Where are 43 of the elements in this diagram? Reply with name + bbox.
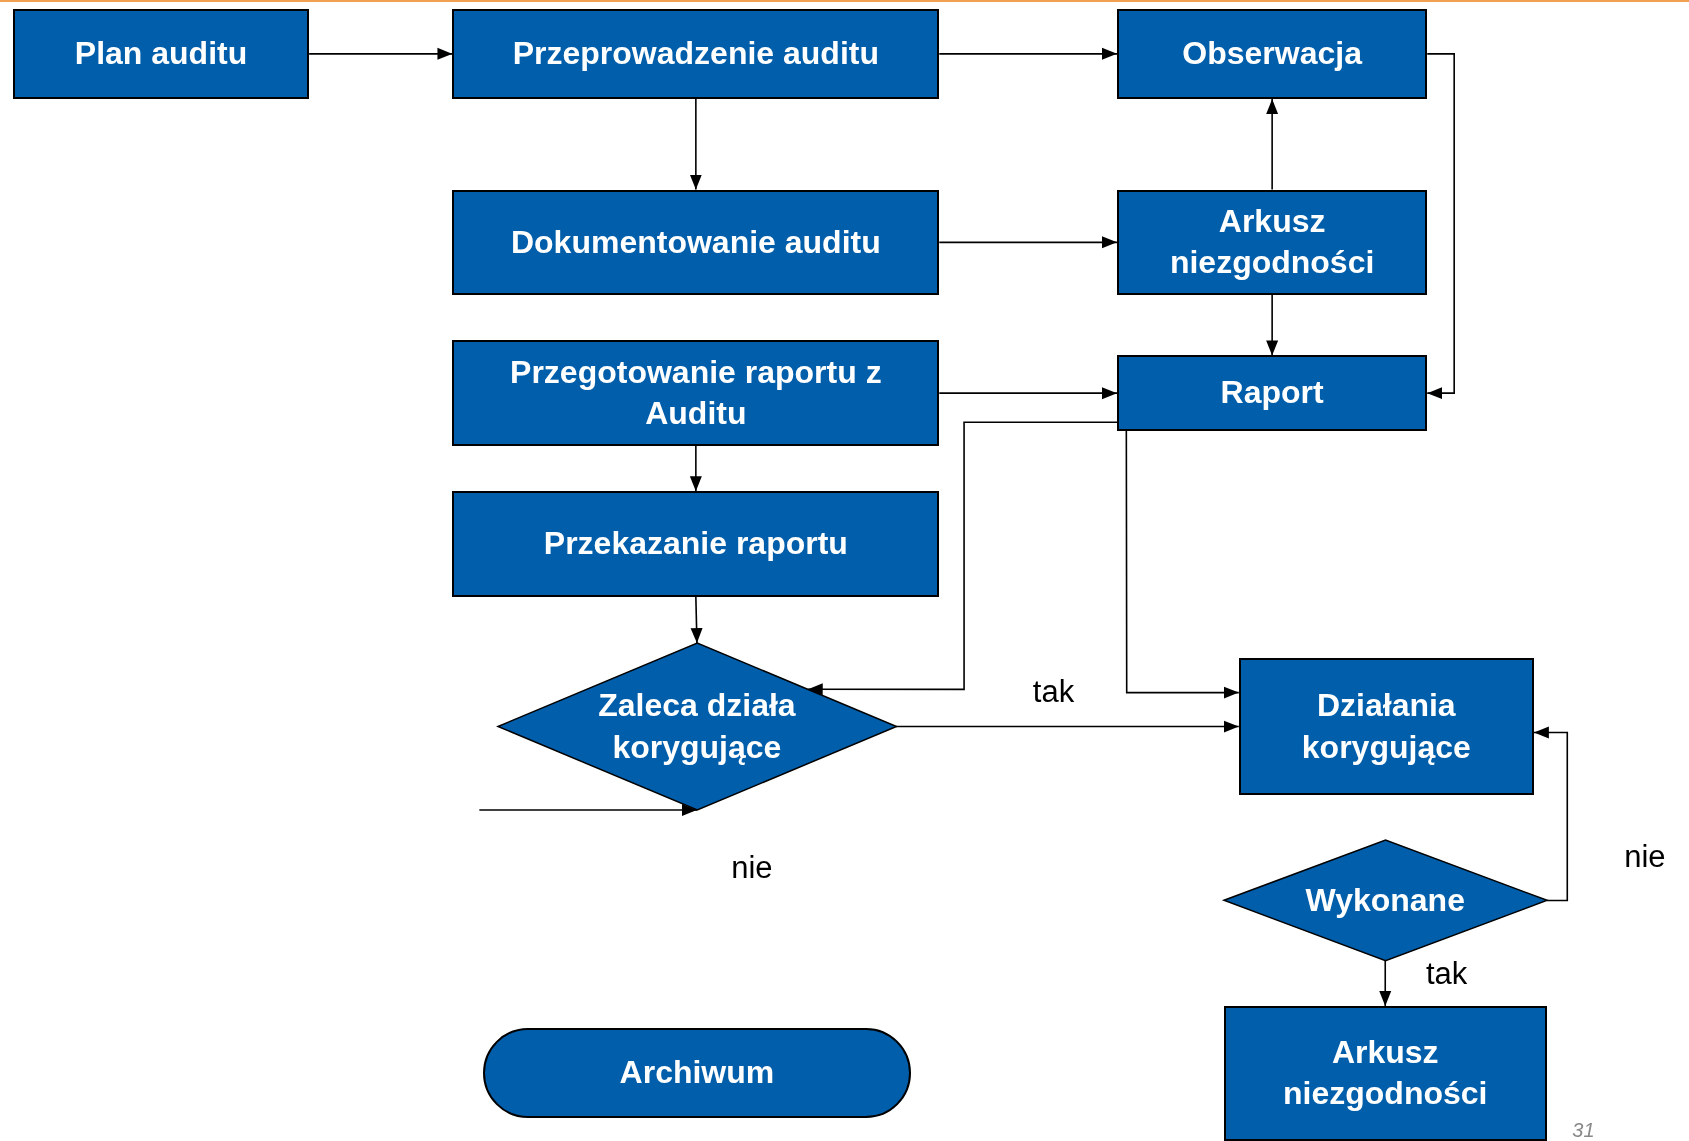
arrow	[690, 595, 703, 644]
decision-diamond	[497, 643, 897, 810]
node-text: Arkusz niezgodności	[1282, 1032, 1489, 1114]
arrow	[938, 236, 1118, 249]
node-text: Archiwum	[618, 1053, 776, 1093]
process-box	[452, 340, 940, 446]
node-text: Działania korygujące	[1300, 685, 1472, 767]
arrow	[1379, 960, 1392, 1007]
node-text: Arkusz niezgodności	[1168, 201, 1376, 283]
process-box	[1117, 8, 1428, 100]
process-box	[1117, 189, 1428, 296]
arrow	[1266, 98, 1279, 191]
process-box	[452, 189, 940, 296]
process-box	[1223, 1006, 1547, 1141]
decision-diamond	[1223, 840, 1547, 961]
node-text: Przegotowanie raportu z Auditu	[509, 352, 883, 434]
arrow	[478, 804, 698, 817]
process-box	[1117, 355, 1428, 431]
process-box	[452, 8, 940, 100]
node-text: Obserwacja	[1181, 34, 1364, 74]
node-text: Dokumentowanie auditu	[509, 222, 882, 262]
arrow	[689, 98, 702, 191]
branch-label: nie	[731, 850, 773, 887]
arrow	[1125, 430, 1240, 699]
process-box	[12, 8, 310, 100]
arrow	[938, 47, 1118, 60]
page-number: 31	[1572, 1118, 1595, 1141]
arrow	[895, 720, 1240, 733]
arrow	[689, 445, 702, 492]
process-box	[1238, 658, 1534, 795]
branch-label: nie	[1624, 839, 1666, 876]
node-text: Zaleca działa korygujące	[597, 685, 797, 767]
node-text: Wykonane	[1304, 880, 1466, 920]
node-text: Przeprowadzenie auditu	[511, 34, 880, 74]
node-text: Raport	[1219, 373, 1325, 413]
arrow	[1426, 53, 1455, 400]
node-text: Plan auditu	[73, 34, 249, 74]
arrow	[938, 387, 1118, 400]
arrow	[1533, 726, 1569, 902]
arrow	[308, 47, 454, 60]
process-box	[452, 491, 940, 597]
node-text: Przekazanie raportu	[542, 524, 849, 564]
arrow	[1266, 294, 1279, 357]
